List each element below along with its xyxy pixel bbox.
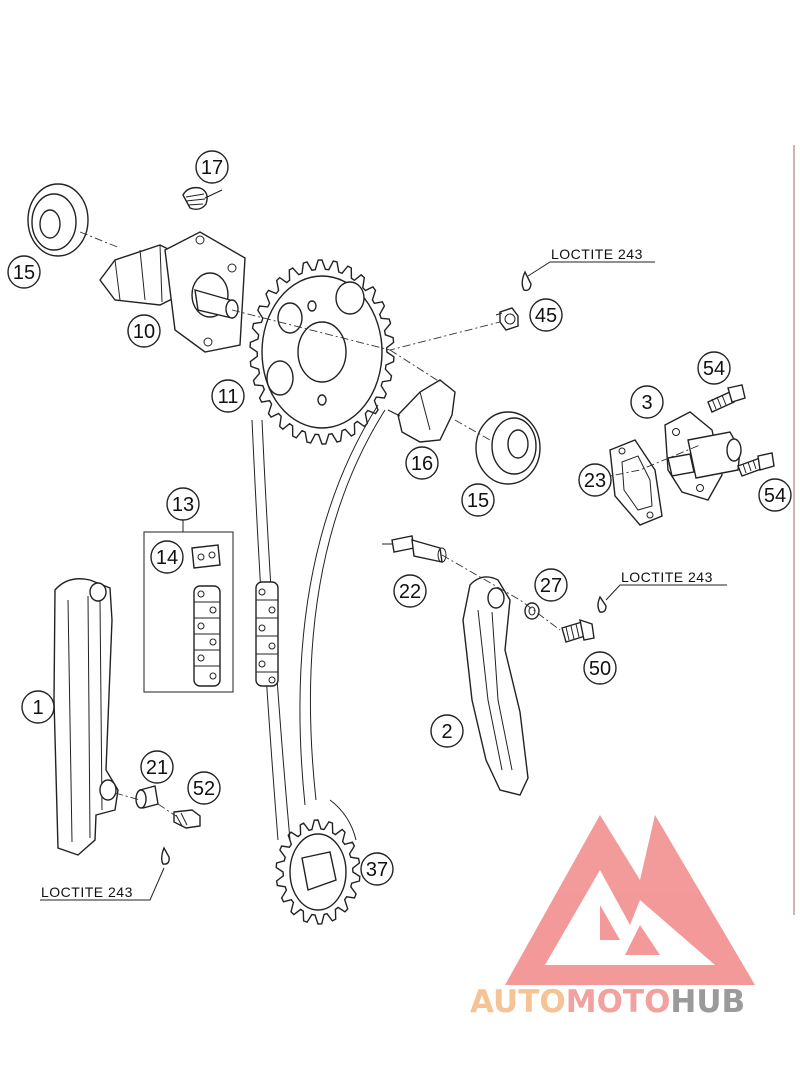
bolt-50	[561, 618, 595, 643]
crank-sprocket	[275, 819, 361, 925]
loctite-note-right: LOCTITE 243	[605, 569, 727, 601]
callout-label: 52	[193, 778, 215, 800]
chain-kit-box	[143, 520, 234, 693]
watermark-hub: HUB	[670, 984, 745, 1020]
callout-3: 3	[630, 385, 664, 419]
automotohub-logo	[505, 815, 755, 985]
callout-label: 2	[441, 721, 452, 743]
callout-label: 16	[411, 453, 433, 475]
guide-16	[387, 379, 456, 443]
callout-50: 50	[583, 651, 617, 685]
washer-27	[524, 602, 540, 620]
callout-15-right: 15	[461, 483, 495, 517]
callout-54-bottom: 54	[758, 478, 792, 512]
callout-15-left: 15	[7, 255, 41, 289]
callout-27: 27	[534, 568, 568, 602]
loctite-note-top: LOCTITE 243	[527, 246, 655, 277]
watermark-auto: AUTO	[470, 984, 566, 1020]
camshaft	[99, 231, 246, 353]
callout-label: 10	[133, 321, 155, 343]
callout-label: 13	[172, 494, 194, 516]
note-text: LOCTITE 243	[621, 569, 713, 585]
assembly-axes	[79, 231, 701, 817]
tensioner-rail	[462, 576, 529, 796]
callout-label: 37	[366, 859, 388, 881]
cam-sprocket	[249, 259, 395, 445]
callout-22: 22	[393, 574, 427, 608]
callout-37: 37	[360, 852, 394, 886]
spring-part	[182, 186, 223, 211]
callout-label: 45	[535, 305, 557, 327]
callout-label: 3	[641, 392, 652, 414]
callout-23: 23	[578, 463, 612, 497]
watermark-text: AUTOMOTOHUB	[470, 984, 745, 1020]
watermark-moto: MOTO	[566, 984, 671, 1020]
bolt-52	[173, 809, 201, 829]
callout-label: 54	[764, 485, 786, 507]
loctite-note-bottom: LOCTITE 243	[40, 867, 165, 901]
callout-label: 11	[218, 386, 239, 408]
callout-11: 11	[211, 379, 245, 413]
loctite-drop-1	[521, 270, 532, 292]
note-text: LOCTITE 243	[551, 246, 643, 262]
callout-45: 45	[529, 298, 563, 332]
bolt-45	[495, 307, 519, 331]
bushing-21	[135, 785, 159, 809]
callout-10: 10	[127, 314, 161, 348]
callout-label: 1	[32, 697, 43, 719]
callout-label: 23	[584, 470, 606, 492]
callout-label: 27	[540, 575, 562, 597]
callout-label: 17	[201, 157, 223, 179]
callout-13: 13	[166, 487, 200, 521]
callout-label: 15	[13, 262, 35, 284]
bolt-54-top	[707, 384, 746, 413]
callout-17: 17	[195, 150, 229, 184]
chain-segment-middle	[255, 581, 279, 687]
logo-triangle-icon	[505, 815, 755, 985]
gasket-23	[609, 439, 663, 526]
callout-label: 54	[703, 358, 725, 380]
logo-inner-icon	[600, 905, 660, 955]
callout-1: 1	[21, 690, 55, 724]
callout-21: 21	[140, 750, 174, 784]
bearing-right	[475, 411, 541, 485]
bearing-left	[27, 183, 89, 257]
callout-label: 22	[399, 581, 421, 603]
callout-label: 14	[156, 547, 178, 569]
callout-54-top: 54	[697, 351, 731, 385]
loctite-drop-3	[161, 846, 170, 865]
callout-label: 21	[146, 757, 168, 779]
callout-52: 52	[187, 771, 221, 805]
chain-tensioner	[664, 411, 742, 501]
note-text: LOCTITE 243	[41, 884, 133, 900]
bolt-54-bottom	[737, 452, 775, 477]
callout-label: 50	[589, 658, 611, 680]
callout-16: 16	[405, 446, 439, 480]
guide-rail-1	[53, 578, 119, 856]
callout-label: 15	[467, 490, 489, 512]
callout-14: 14	[150, 540, 184, 574]
loctite-drop-2	[597, 595, 607, 613]
callout-2: 2	[430, 714, 464, 748]
pivot-bolt-22	[382, 535, 447, 563]
